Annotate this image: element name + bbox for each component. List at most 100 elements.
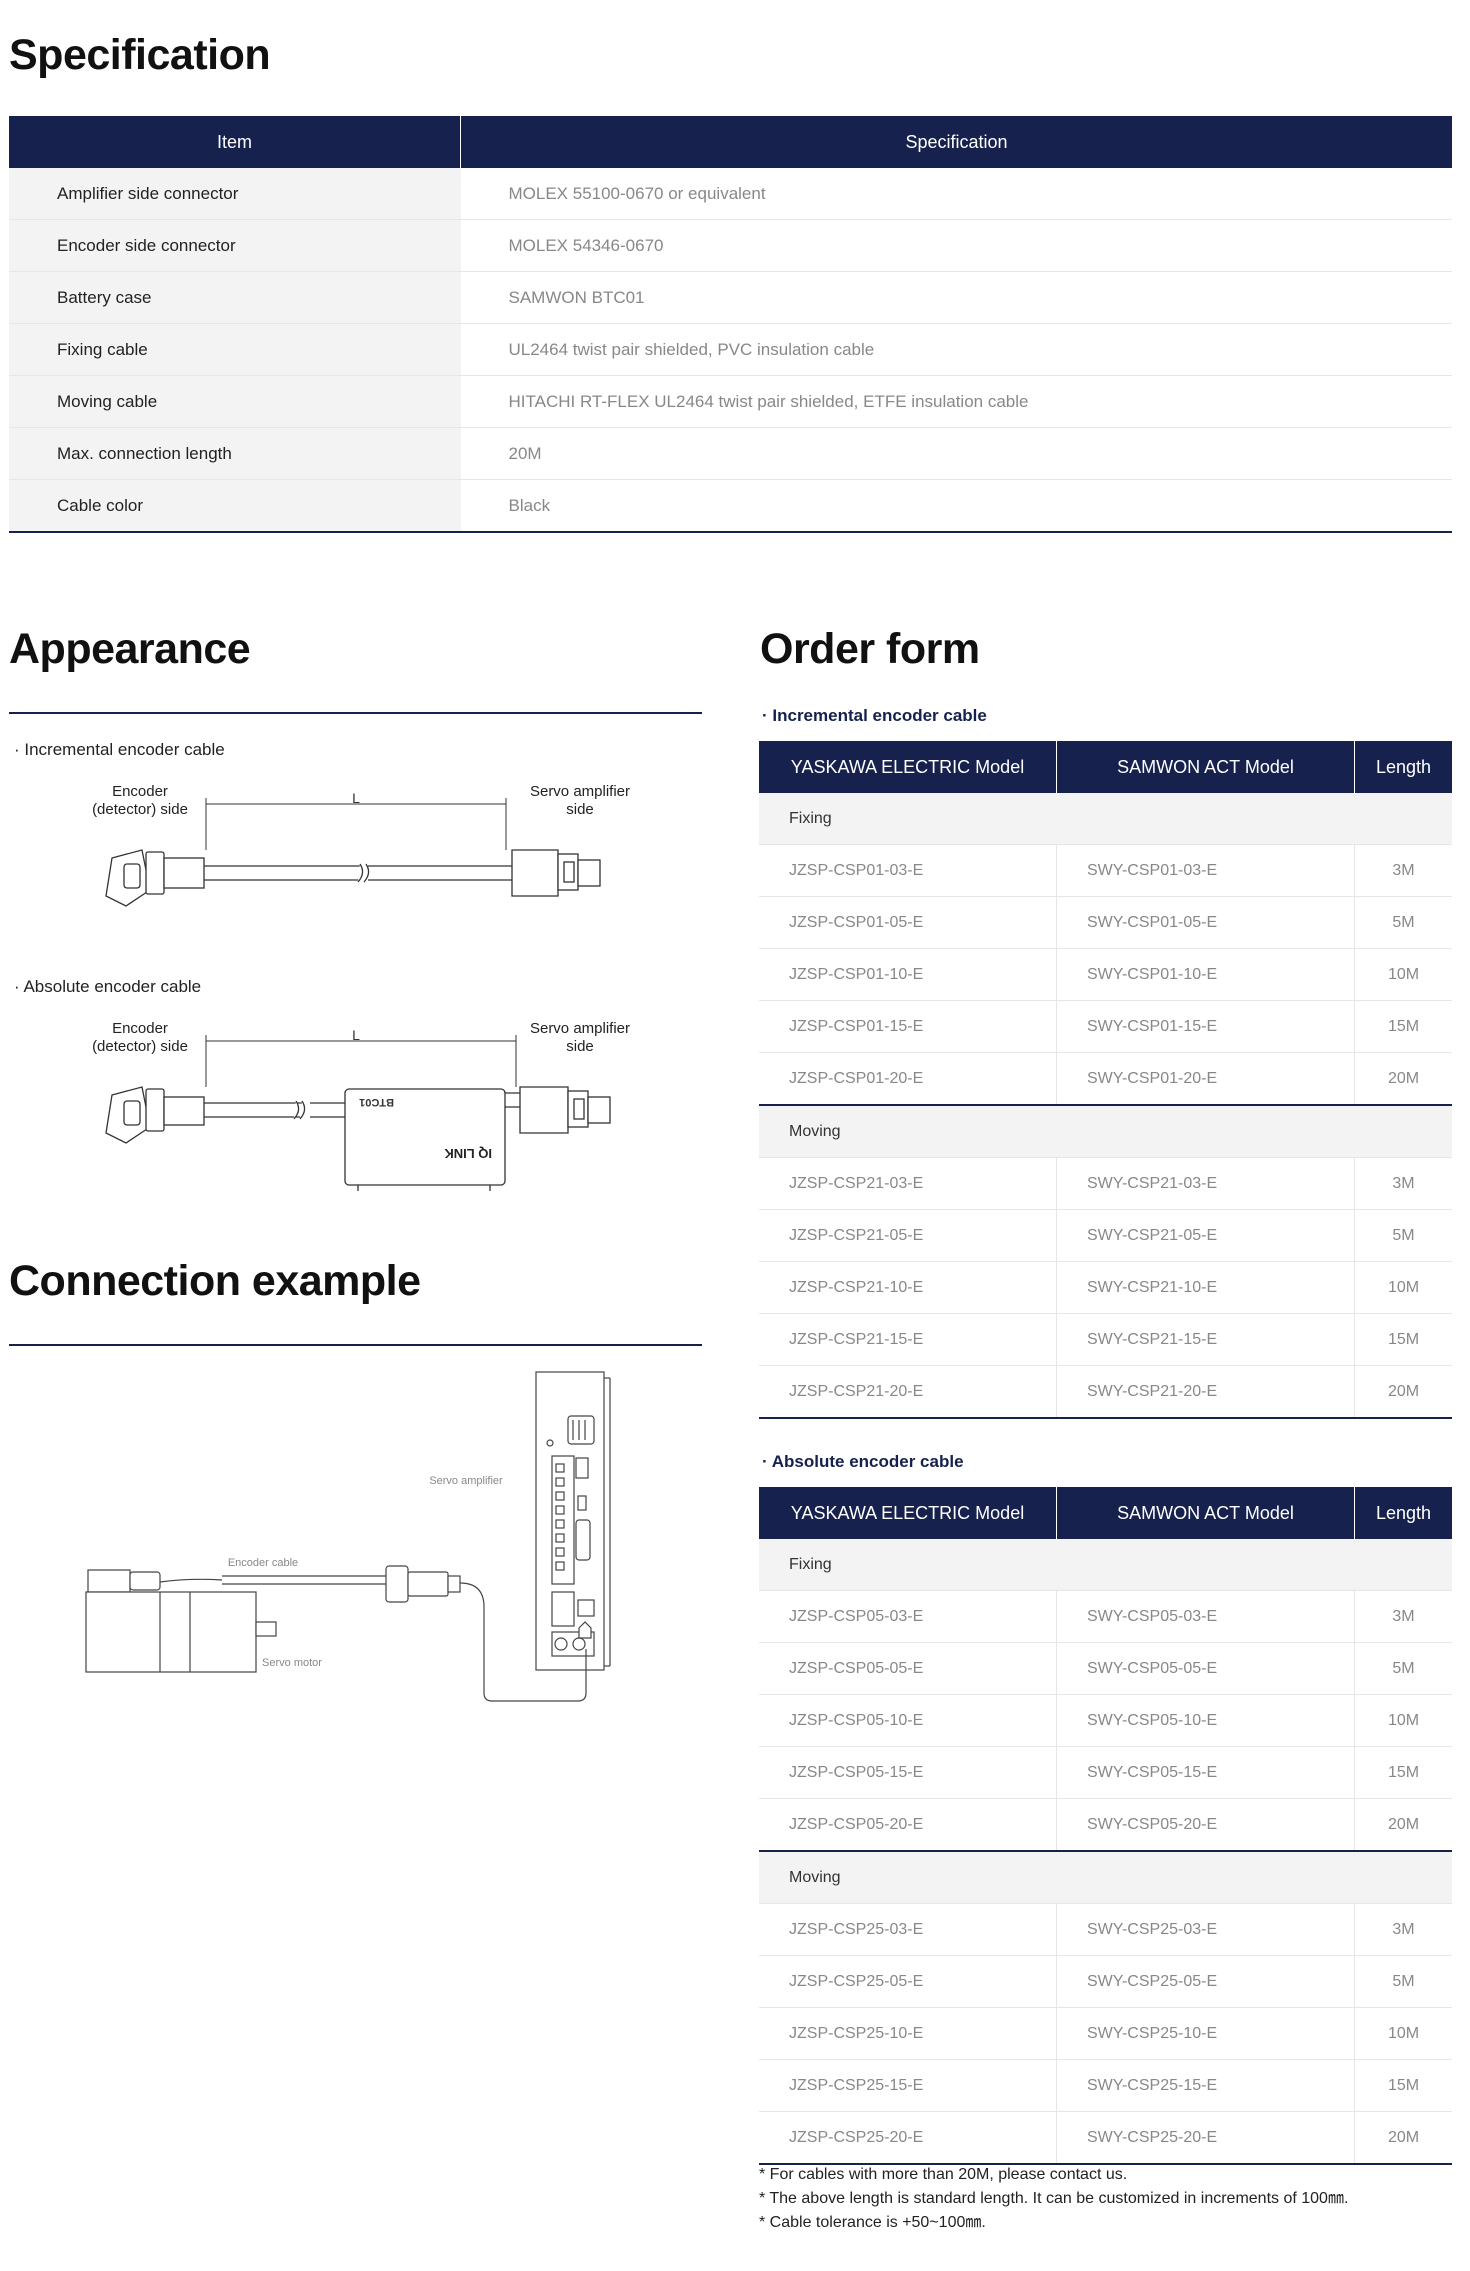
cable-length: 10M bbox=[1354, 1261, 1452, 1314]
amp-side-label-1: Servo amplifier bbox=[530, 783, 630, 800]
spec-value: SAMWON BTC01 bbox=[460, 271, 1452, 324]
samwon-model: SWY-CSP25-15-E bbox=[1056, 2059, 1355, 2112]
samwon-model: SWY-CSP01-05-E bbox=[1056, 896, 1355, 949]
yaskawa-model: JZSP-CSP25-15-E bbox=[759, 2059, 1057, 2112]
col-length: Length bbox=[1354, 1487, 1452, 1539]
col-yaskawa: YASKAWA ELECTRIC Model bbox=[759, 741, 1057, 793]
col-yaskawa: YASKAWA ELECTRIC Model bbox=[759, 1487, 1057, 1539]
servo-amplifier-label: Servo amplifier bbox=[429, 1475, 503, 1487]
encoder-cable-label: Encoder cable bbox=[228, 1557, 298, 1569]
yaskawa-model: JZSP-CSP05-05-E bbox=[759, 1642, 1057, 1695]
spec-item: Max. connection length bbox=[9, 427, 461, 480]
length-label: L bbox=[352, 790, 360, 806]
spec-item: Fixing cable bbox=[9, 323, 461, 376]
encoder-side-label-2: (detector) side bbox=[92, 801, 188, 818]
incremental-order-label: · Incremental encoder cable bbox=[762, 706, 987, 725]
yaskawa-model: JZSP-CSP01-03-E bbox=[759, 844, 1057, 897]
cable-length: 10M bbox=[1354, 1694, 1452, 1747]
connection-title: Connection example bbox=[9, 1257, 421, 1305]
servo-motor-label: Servo motor bbox=[262, 1657, 322, 1669]
appearance-title: Appearance bbox=[9, 625, 251, 673]
yaskawa-model: JZSP-CSP25-20-E bbox=[759, 2111, 1057, 2165]
samwon-model: SWY-CSP01-03-E bbox=[1056, 844, 1355, 897]
order-form-title: Order form bbox=[760, 625, 980, 673]
moving-group-row: Moving bbox=[759, 1851, 1452, 1904]
cable-length: 5M bbox=[1354, 1209, 1452, 1262]
yaskawa-model: JZSP-CSP05-20-E bbox=[759, 1798, 1057, 1852]
amp-side-label-1: Servo amplifier bbox=[530, 1020, 630, 1037]
cable-length: 5M bbox=[1354, 1955, 1452, 2008]
yaskawa-model: JZSP-CSP21-20-E bbox=[759, 1365, 1057, 1419]
encoder-side-label-1: Encoder bbox=[112, 1020, 168, 1037]
yaskawa-model: JZSP-CSP01-20-E bbox=[759, 1052, 1057, 1106]
cable-length: 15M bbox=[1354, 1000, 1452, 1053]
appearance-rule bbox=[9, 712, 702, 714]
battery-model-label: BTC01 bbox=[359, 1096, 394, 1108]
moving-group-label: Moving bbox=[759, 1105, 1452, 1158]
spec-item: Battery case bbox=[9, 271, 461, 324]
spec-title: Specification bbox=[9, 31, 271, 79]
cable-length: 3M bbox=[1354, 1157, 1452, 1210]
cable-length: 20M bbox=[1354, 1052, 1452, 1106]
fixing-group-row: Fixing bbox=[759, 1539, 1452, 1591]
cable-length: 20M bbox=[1354, 1365, 1452, 1419]
cable-length: 10M bbox=[1354, 2007, 1452, 2060]
note-line: * Cable tolerance is +50~100㎜. bbox=[759, 2214, 986, 2231]
yaskawa-model: JZSP-CSP05-03-E bbox=[759, 1590, 1057, 1643]
cable-length: 5M bbox=[1354, 1642, 1452, 1695]
length-label: L bbox=[352, 1027, 360, 1043]
incremental-cable-diagram: Encoder (detector) side Servo amplifier … bbox=[92, 783, 630, 907]
cable-length: 20M bbox=[1354, 1798, 1452, 1852]
incremental-order-table: YASKAWA ELECTRIC Model SAMWON ACT Model … bbox=[759, 741, 1452, 1419]
spec-value: MOLEX 54346-0670 bbox=[460, 219, 1452, 272]
cable-length: 5M bbox=[1354, 896, 1452, 949]
cable-length: 15M bbox=[1354, 1746, 1452, 1799]
incremental-appearance-label: · Incremental encoder cable bbox=[14, 740, 225, 759]
yaskawa-model: JZSP-CSP01-10-E bbox=[759, 948, 1057, 1001]
connection-rule bbox=[9, 1344, 702, 1346]
samwon-model: SWY-CSP25-05-E bbox=[1056, 1955, 1355, 2008]
battery-brand-label: IQ LINK bbox=[444, 1146, 492, 1161]
yaskawa-model: JZSP-CSP01-05-E bbox=[759, 896, 1057, 949]
samwon-model: SWY-CSP05-05-E bbox=[1056, 1642, 1355, 1695]
spec-header-spec: Specification bbox=[460, 116, 1452, 168]
spec-value: 20M bbox=[460, 427, 1452, 480]
absolute-order-table: YASKAWA ELECTRIC Model SAMWON ACT Model … bbox=[759, 1487, 1452, 2165]
amp-side-label-2: side bbox=[566, 1038, 594, 1055]
note-line: * The above length is standard length. I… bbox=[759, 2190, 1349, 2207]
spec-value: HITACHI RT-FLEX UL2464 twist pair shield… bbox=[460, 375, 1452, 428]
samwon-model: SWY-CSP05-10-E bbox=[1056, 1694, 1355, 1747]
absolute-appearance-label: · Absolute encoder cable bbox=[14, 977, 202, 996]
samwon-model: SWY-CSP01-10-E bbox=[1056, 948, 1355, 1001]
samwon-model: SWY-CSP25-03-E bbox=[1056, 1903, 1355, 1956]
spec-item: Amplifier side connector bbox=[9, 168, 461, 220]
samwon-model: SWY-CSP21-05-E bbox=[1056, 1209, 1355, 1262]
samwon-model: SWY-CSP21-03-E bbox=[1056, 1157, 1355, 1210]
encoder-side-label-1: Encoder bbox=[112, 783, 168, 800]
spec-value: UL2464 twist pair shielded, PVC insulati… bbox=[460, 323, 1452, 376]
fixing-group-label: Fixing bbox=[759, 793, 1452, 845]
absolute-cable-diagram: Encoder (detector) side Servo amplifier … bbox=[92, 1020, 630, 1191]
connection-diagram: Servo amplifier Encoder cable Servo moto… bbox=[85, 1371, 611, 1702]
spec-table: Item Specification Amplifier side connec… bbox=[9, 116, 1452, 533]
col-samwon: SAMWON ACT Model bbox=[1056, 1487, 1355, 1539]
order-notes: * For cables with more than 20M, please … bbox=[759, 2163, 1348, 2235]
samwon-model: SWY-CSP01-20-E bbox=[1056, 1052, 1355, 1106]
